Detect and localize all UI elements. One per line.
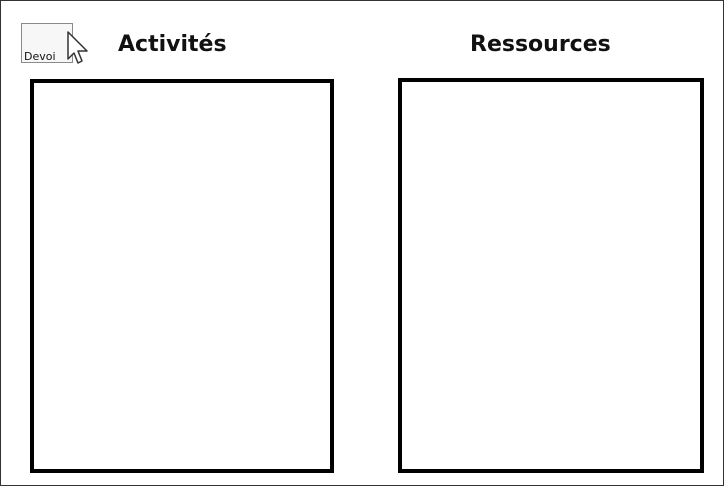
- devoir-draggable-item[interactable]: Devoi: [21, 23, 73, 63]
- draggable-item-label: Devoi: [24, 50, 56, 63]
- activites-drop-zone[interactable]: [30, 79, 334, 473]
- cursor-icon: [67, 31, 88, 64]
- activites-heading: Activités: [118, 32, 227, 57]
- ressources-drop-zone[interactable]: [398, 78, 704, 473]
- ressources-heading: Ressources: [470, 32, 611, 57]
